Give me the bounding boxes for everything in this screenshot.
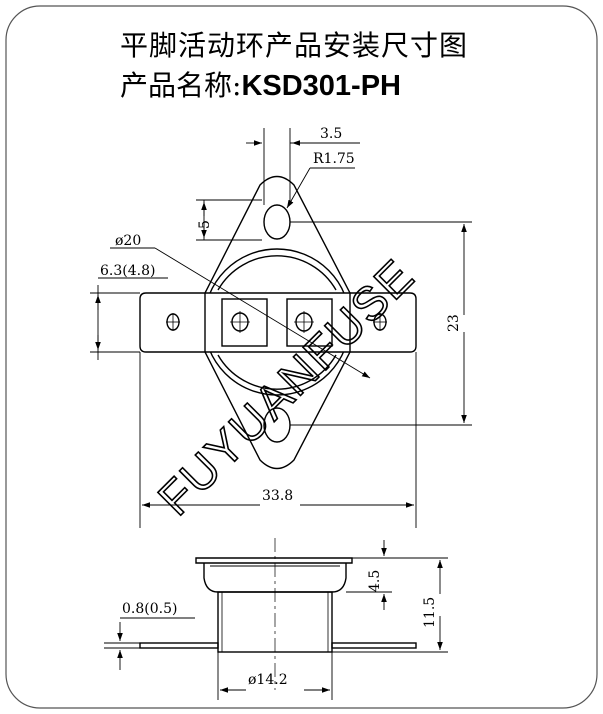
side-tab-right — [331, 642, 417, 649]
dim-tab-width-label: 6.3(4.8) — [100, 263, 155, 279]
inner-ring-bottom — [217, 354, 337, 390]
dim-hole-spacing — [246, 128, 360, 205]
dim-overall-width-label: 33.8 — [262, 488, 293, 504]
page-border — [5, 5, 598, 709]
center-block-left — [221, 298, 268, 347]
drawing-title: 平脚活动环产品安装尺寸图 — [120, 29, 469, 62]
dim-tab-width — [90, 277, 168, 360]
dim-body-diameter — [110, 247, 371, 379]
product-name-line: 产品名称:KSD301-PH — [120, 64, 401, 104]
center-block-right — [286, 298, 333, 347]
inner-ring-top — [217, 255, 337, 291]
dim-overall-width — [139, 352, 417, 528]
center-lines — [166, 311, 387, 333]
side-tab-left — [139, 642, 219, 649]
dim-cap-diameter — [217, 652, 333, 700]
dim-mount-height — [290, 221, 472, 426]
side-flange — [195, 557, 353, 564]
mounting-flange — [204, 175, 351, 470]
dim-hole-radius-label: R1.75 — [313, 151, 355, 167]
dim-cap-diameter-label: ø14.2 — [248, 672, 288, 688]
dim-body-diameter-label: ø20 — [115, 233, 141, 249]
dim-tab-thickness-label: 0.8(0.5) — [122, 601, 177, 617]
upper-mounting-hole — [263, 204, 291, 240]
side-view — [139, 557, 417, 653]
dim-tab-thickness — [104, 617, 195, 670]
dim-total-height-label: 11.5 — [422, 597, 438, 628]
dim-hole-radius — [286, 167, 355, 209]
dim-hole-spacing-label: 3.5 — [320, 126, 342, 142]
product-name-label: 产品名称: — [120, 69, 242, 102]
dim-hole-offset — [196, 199, 262, 241]
dim-total-height — [332, 557, 448, 653]
dim-hole-offset-label: 5 — [197, 220, 213, 229]
dim-mount-height-label: 23 — [446, 314, 462, 332]
dim-flange-height-label: 4.5 — [367, 570, 383, 592]
product-model: KSD301-PH — [241, 70, 401, 102]
